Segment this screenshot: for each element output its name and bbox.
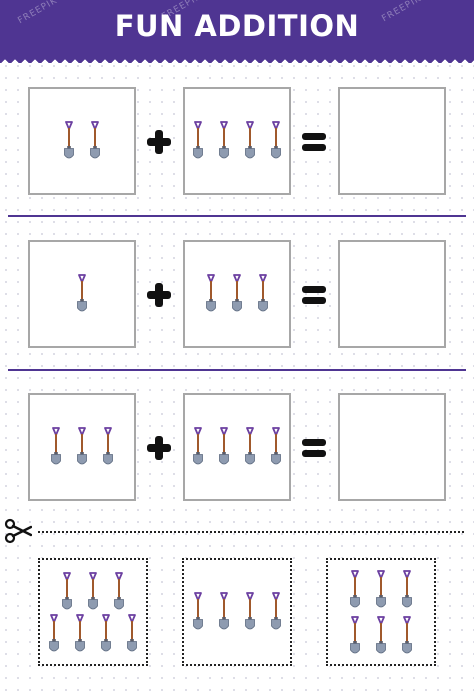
shovel-icon <box>48 614 60 654</box>
equals-icon <box>299 127 329 157</box>
addend-a-box-3 <box>28 393 136 501</box>
shovel-icon <box>74 614 86 654</box>
shovel-icon <box>113 572 125 612</box>
answer-box-3[interactable] <box>338 393 446 501</box>
plus-icon <box>144 433 174 463</box>
cut-line <box>38 531 464 533</box>
shovel-icon <box>50 427 62 467</box>
shovel-icon <box>244 592 256 632</box>
addend-b-box-3 <box>183 393 291 501</box>
shovel-icon <box>401 616 413 656</box>
shovel-icon <box>218 121 230 161</box>
shovel-icon <box>61 572 73 612</box>
equals-icon <box>299 433 329 463</box>
addend-b-box-2 <box>183 240 291 348</box>
shovel-icon <box>89 121 101 161</box>
shovel-icon <box>257 274 269 314</box>
row-divider <box>8 369 466 371</box>
shovel-icon <box>401 570 413 610</box>
shovel-icon <box>270 592 282 632</box>
shovel-icon <box>76 427 88 467</box>
shovel-icon <box>270 121 282 161</box>
header-banner: FUN ADDITION FREEPIK FREEPIK FREEPIK <box>0 0 474 56</box>
shovel-icon <box>87 572 99 612</box>
shovel-icon <box>218 427 230 467</box>
shovel-icon <box>63 121 75 161</box>
shovel-icon <box>192 121 204 161</box>
page-title: FUN ADDITION <box>114 9 360 43</box>
addend-a-box-1 <box>28 87 136 195</box>
shovel-icon <box>192 427 204 467</box>
plus-icon <box>144 280 174 310</box>
shovel-icon <box>218 592 230 632</box>
plus-icon <box>144 127 174 157</box>
shovel-icon <box>100 614 112 654</box>
shovel-icon <box>205 274 217 314</box>
shovel-icon <box>270 427 282 467</box>
shovel-icon <box>349 570 361 610</box>
banner-zigzag-edge <box>0 56 474 63</box>
shovel-icon <box>192 592 204 632</box>
addend-b-box-1 <box>183 87 291 195</box>
shovel-icon <box>126 614 138 654</box>
shovel-icon <box>375 570 387 610</box>
shovel-icon <box>244 121 256 161</box>
cutout-choice-1[interactable] <box>38 558 148 666</box>
shovel-icon <box>102 427 114 467</box>
shovel-icon <box>244 427 256 467</box>
shovel-icon <box>231 274 243 314</box>
cutout-choice-2[interactable] <box>182 558 292 666</box>
row-divider <box>8 215 466 217</box>
cutout-choice-3[interactable] <box>326 558 436 666</box>
equals-icon <box>299 280 329 310</box>
answer-box-1[interactable] <box>338 87 446 195</box>
addend-a-box-2 <box>28 240 136 348</box>
shovel-icon <box>76 274 88 314</box>
shovel-icon <box>375 616 387 656</box>
scissors-icon <box>4 518 32 544</box>
answer-box-2[interactable] <box>338 240 446 348</box>
shovel-icon <box>349 616 361 656</box>
